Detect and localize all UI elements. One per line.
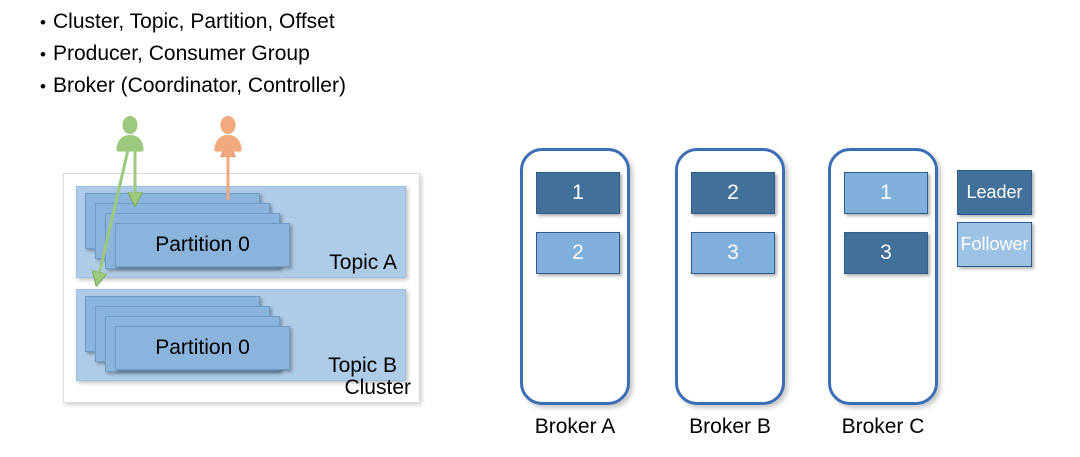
legend-follower-swatch: Follower (957, 222, 1032, 267)
replica-tile: 1 (844, 172, 928, 214)
bullet-text: Cluster, Topic, Partition, Offset (53, 10, 335, 33)
replica-tile: 2 (536, 232, 620, 274)
bullet-item: • Producer, Consumer Group (40, 38, 510, 70)
replica-tile: 3 (844, 232, 928, 274)
partition-card-front: Partition 0 (115, 223, 290, 267)
topic-a-label: Topic A (329, 251, 397, 274)
broker-b-label: Broker B (689, 415, 771, 438)
producer-person-icon (116, 116, 144, 152)
replica-tile: 3 (691, 232, 775, 274)
partition-label: Partition 0 (155, 336, 250, 359)
replica-tile: 1 (536, 172, 620, 214)
consumer-person-icon (214, 116, 242, 152)
bullet-marker-icon: • (40, 45, 46, 64)
bullet-text: Producer, Consumer Group (53, 42, 310, 65)
bullet-item: • Cluster, Topic, Partition, Offset (40, 6, 510, 38)
topic-b-box: Partition 0 Topic B (76, 289, 406, 381)
broker-diagram: 1 2 Broker A 2 3 Broker B 1 3 Broker C L… (470, 0, 1080, 457)
replica-tile: 2 (691, 172, 775, 214)
bullet-marker-icon: • (40, 13, 46, 32)
topic-a-box: Partition 0 Topic A (76, 186, 406, 278)
bullet-list: • Cluster, Topic, Partition, Offset • Pr… (40, 6, 510, 102)
legend-leader-swatch: Leader (957, 170, 1032, 215)
partition-card-front: Partition 0 (115, 326, 290, 370)
cluster-label: Cluster (344, 376, 411, 399)
bullet-text: Broker (Coordinator, Controller) (53, 74, 346, 97)
broker-c-label: Broker C (841, 415, 925, 438)
bullet-item: • Broker (Coordinator, Controller) (40, 70, 510, 102)
partition-label: Partition 0 (155, 233, 250, 256)
broker-a-box: 1 2 (520, 148, 630, 405)
broker-b-box: 2 3 (675, 148, 785, 405)
topic-b-label: Topic B (328, 354, 397, 377)
cluster-box: Partition 0 Topic A Partition 0 Topic B … (63, 173, 420, 403)
broker-c-box: 1 3 (828, 148, 938, 405)
bullet-marker-icon: • (40, 77, 46, 96)
broker-a-label: Broker A (534, 415, 616, 438)
cluster-diagram: Partition 0 Topic A Partition 0 Topic B … (0, 0, 470, 457)
